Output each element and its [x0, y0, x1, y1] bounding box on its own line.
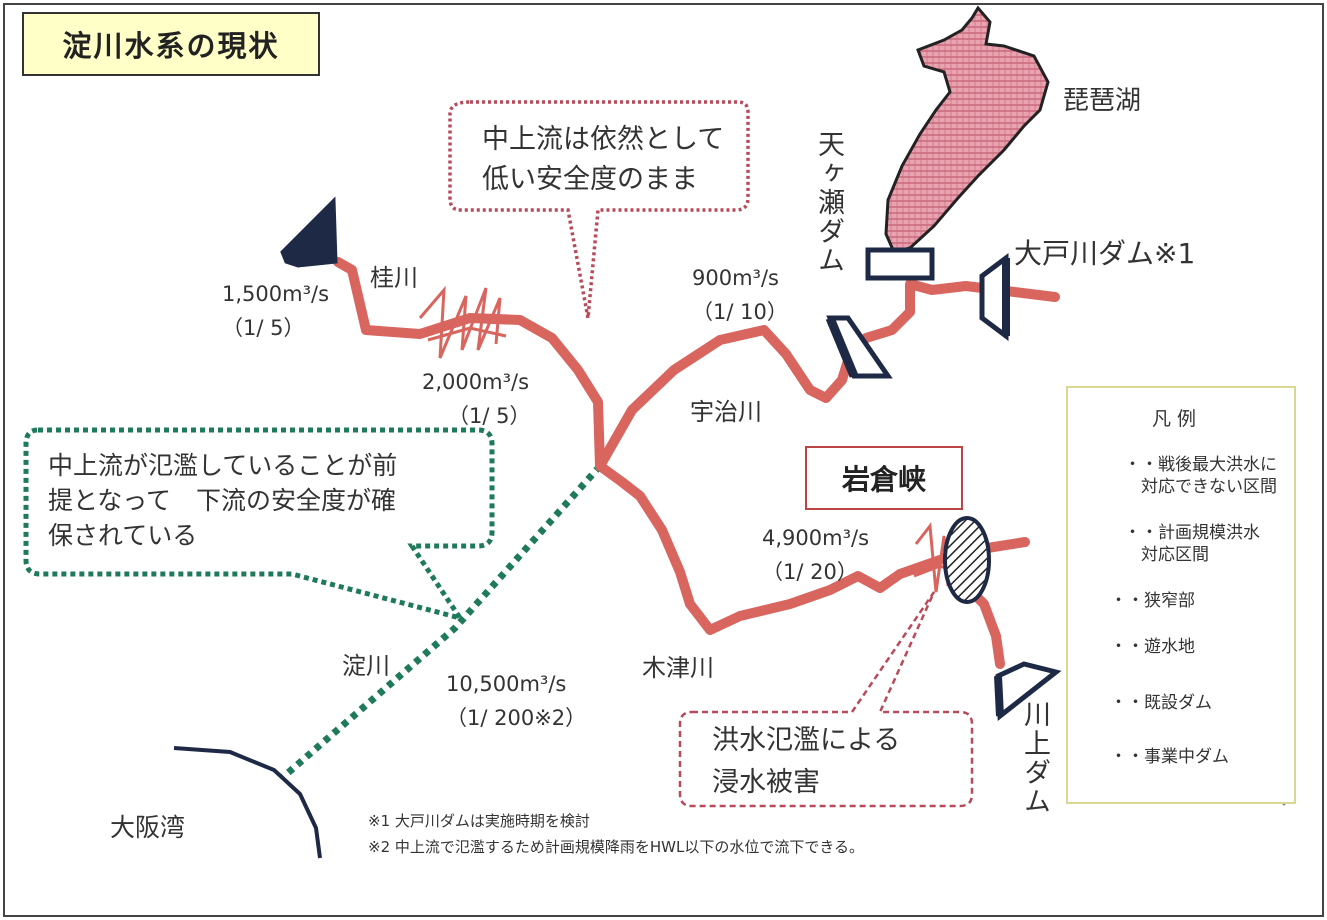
retarding-basin-icon	[943, 516, 991, 604]
legend-panel	[1066, 386, 1296, 804]
yodo-river-green-section	[279, 463, 603, 781]
pink-callout-bottom-line: 浸水被害	[712, 767, 820, 798]
pink-callout-top-line: 低い安全度のまま	[482, 164, 698, 195]
lake-biwa-label: 琵琶湖	[1063, 86, 1142, 116]
amagase-dam-label: 天ヶ瀬ダム	[813, 130, 844, 275]
osaka-bay-label: 大阪湾	[110, 813, 186, 842]
green-callout-line: 中上流が氾濫していることが前	[48, 451, 398, 480]
legend-item-existing-dam: ・・既設ダム	[1110, 693, 1212, 713]
uji-river-line	[595, 279, 1060, 471]
river-red-sections	[333, 257, 1060, 669]
legend-item-red-section: ・・戦後最大洪水に 対応できない区間	[1124, 455, 1277, 497]
green-callout-line: 保されている	[48, 521, 198, 550]
kizu-probability: （1/ 20）	[762, 560, 858, 584]
green-callout-text: 中上流が氾濫していることが前 提となって 下流の安全度が確 保されている	[48, 448, 397, 553]
pink-callout-top-line: 中上流は依然として	[482, 124, 725, 155]
kizu-flow: 4,900m³/s	[762, 526, 870, 550]
katsura-river-label: 桂川	[370, 264, 418, 292]
legend-item-narrow-section: ・・狭窄部	[1110, 591, 1195, 611]
footnote-1: ※1 大戸川ダムは実施時期を検討	[368, 812, 590, 830]
katsura-upper-probability: （1/ 5）	[222, 316, 305, 340]
katsura-upper-flow: 1,500m³/s	[222, 282, 330, 306]
legend-item-dam-under-construction: ・・事業中ダム	[1110, 747, 1229, 767]
legend-title: 凡 例	[1152, 408, 1197, 430]
kawakami-dam-label: 川上ダム	[1019, 700, 1050, 816]
amagase-dam-icon	[865, 247, 935, 281]
katsura-existing-dam-icon	[280, 196, 338, 268]
kizu-river-line	[595, 461, 1030, 635]
page-border	[3, 3, 1324, 917]
pink-callout-bottom-line: 洪水氾濫による	[712, 725, 901, 756]
page-title: 淀川水系の現状	[22, 12, 320, 76]
uji-probability: （1/ 10）	[692, 300, 788, 324]
osaka-bay-coastline	[173, 746, 322, 859]
uji-river-label: 宇治川	[690, 398, 762, 426]
otogawa-dam-label: 大戸川ダム※1	[1014, 237, 1196, 270]
lake-biwa-shape	[884, 5, 1050, 254]
footnote-2: ※2 中上流で氾濫するため計画規模降雨をHWL以下の水位で流下できる。	[368, 838, 865, 856]
pink-callout-bottom-text: 洪水氾濫による 浸水被害	[712, 720, 900, 804]
yodo-probability: （1/ 200※2）	[446, 706, 587, 730]
katsura-river-line	[333, 257, 605, 471]
legend-item-green-section: ・・計画規模洪水 対応区間	[1124, 523, 1260, 565]
uji-flow: 900m³/s	[692, 266, 779, 290]
legend-item-retarding-basin: ・・遊水地	[1110, 637, 1195, 657]
kizu-river-label: 木津川	[642, 654, 714, 682]
pink-callout-bottom-frame	[678, 591, 974, 808]
yodo-flow: 10,500m³/s	[446, 672, 567, 696]
iwakura-label: 岩倉峡	[805, 446, 963, 510]
yodo-river-label: 淀川	[342, 652, 390, 680]
pink-callout-top-text: 中上流は依然として 低い安全度のまま	[482, 120, 724, 200]
katsura-mid-flow: 2,000m³/s	[422, 370, 530, 394]
green-callout-line: 提となって 下流の安全度が確	[48, 486, 397, 515]
katsura-mid-probability: （1/ 5）	[448, 404, 531, 428]
katsura-narrow-zigzag	[418, 285, 507, 359]
